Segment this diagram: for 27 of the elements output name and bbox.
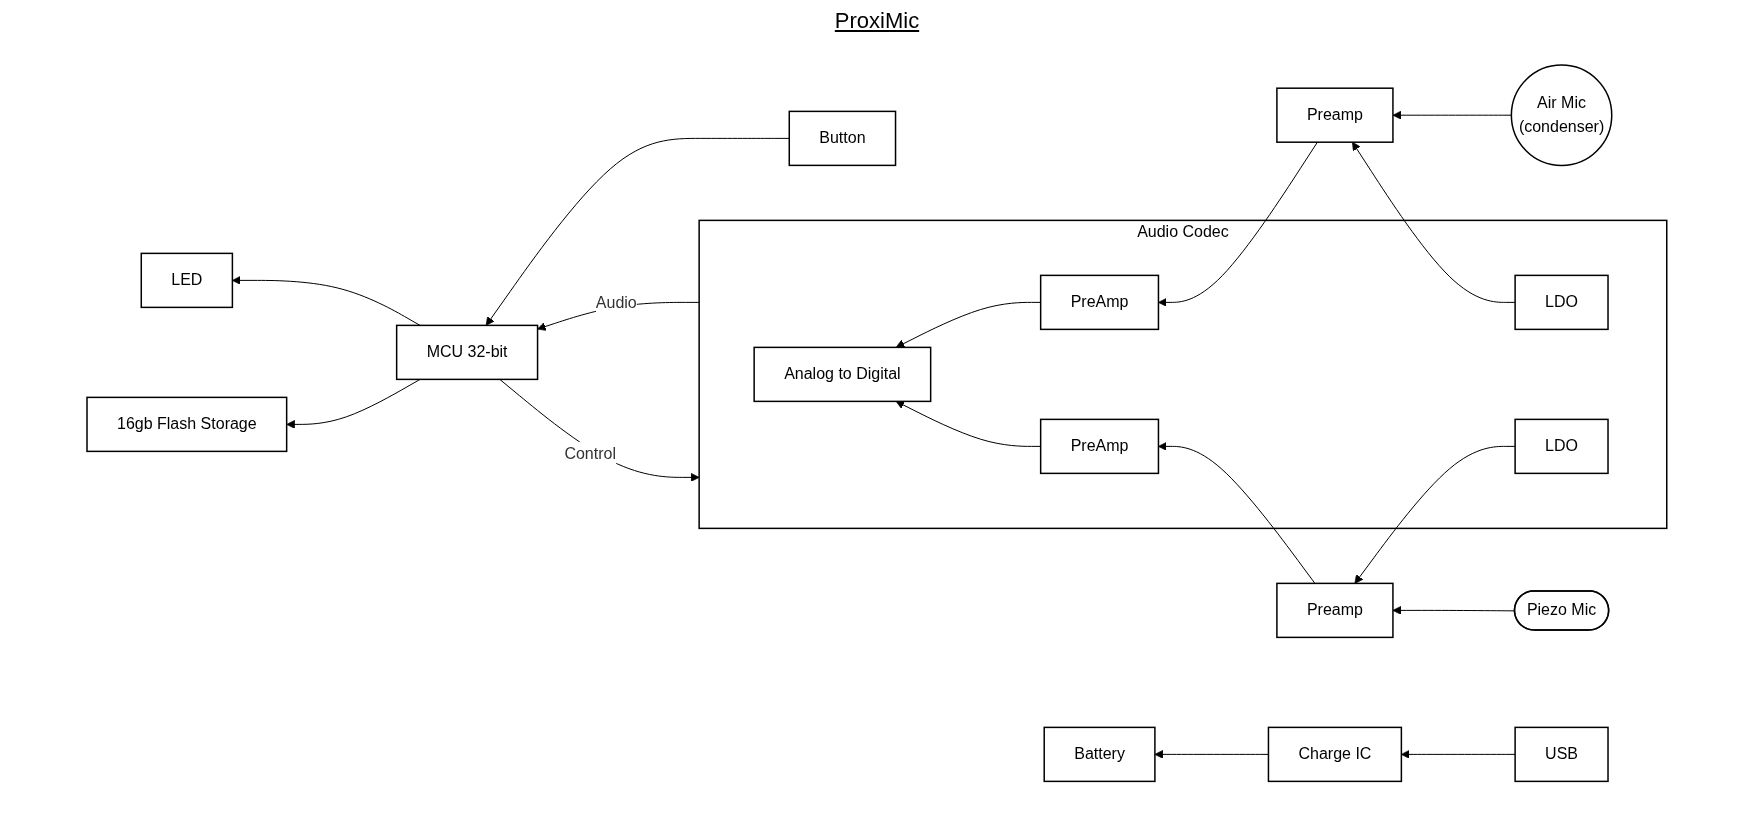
node-box: 16gb Flash Storage xyxy=(86,396,288,452)
arrow xyxy=(1352,141,1516,303)
arrow xyxy=(1158,441,1316,584)
node-circle: Air Mic (condenser) xyxy=(1510,64,1613,166)
diagram-title: ProxiMic xyxy=(833,8,921,34)
node-box: Battery xyxy=(1043,726,1156,782)
arrow xyxy=(499,378,700,482)
node-box: LDO xyxy=(1514,418,1609,474)
arrow xyxy=(286,378,421,429)
node-box: USB xyxy=(1514,726,1609,782)
edge-label: Audio xyxy=(595,293,637,311)
arrow xyxy=(1158,141,1318,307)
node-box: Button xyxy=(788,110,897,166)
arrow xyxy=(1354,445,1516,584)
node-box: PreAmp xyxy=(1040,274,1160,330)
node-box: LDO xyxy=(1514,274,1609,330)
node-box: Preamp xyxy=(1276,582,1394,638)
arrow xyxy=(1401,749,1516,759)
edge-label: Control xyxy=(564,444,617,462)
node-box: Analog to Digital xyxy=(753,346,932,402)
node-box: Preamp xyxy=(1276,87,1394,143)
node-box: LED xyxy=(140,252,234,308)
node-box: MCU 32-bit xyxy=(396,324,539,380)
arrow xyxy=(232,275,421,326)
arrow xyxy=(485,137,790,326)
node-box: Charge IC xyxy=(1267,726,1403,782)
node-box: PreAmp xyxy=(1040,418,1160,474)
